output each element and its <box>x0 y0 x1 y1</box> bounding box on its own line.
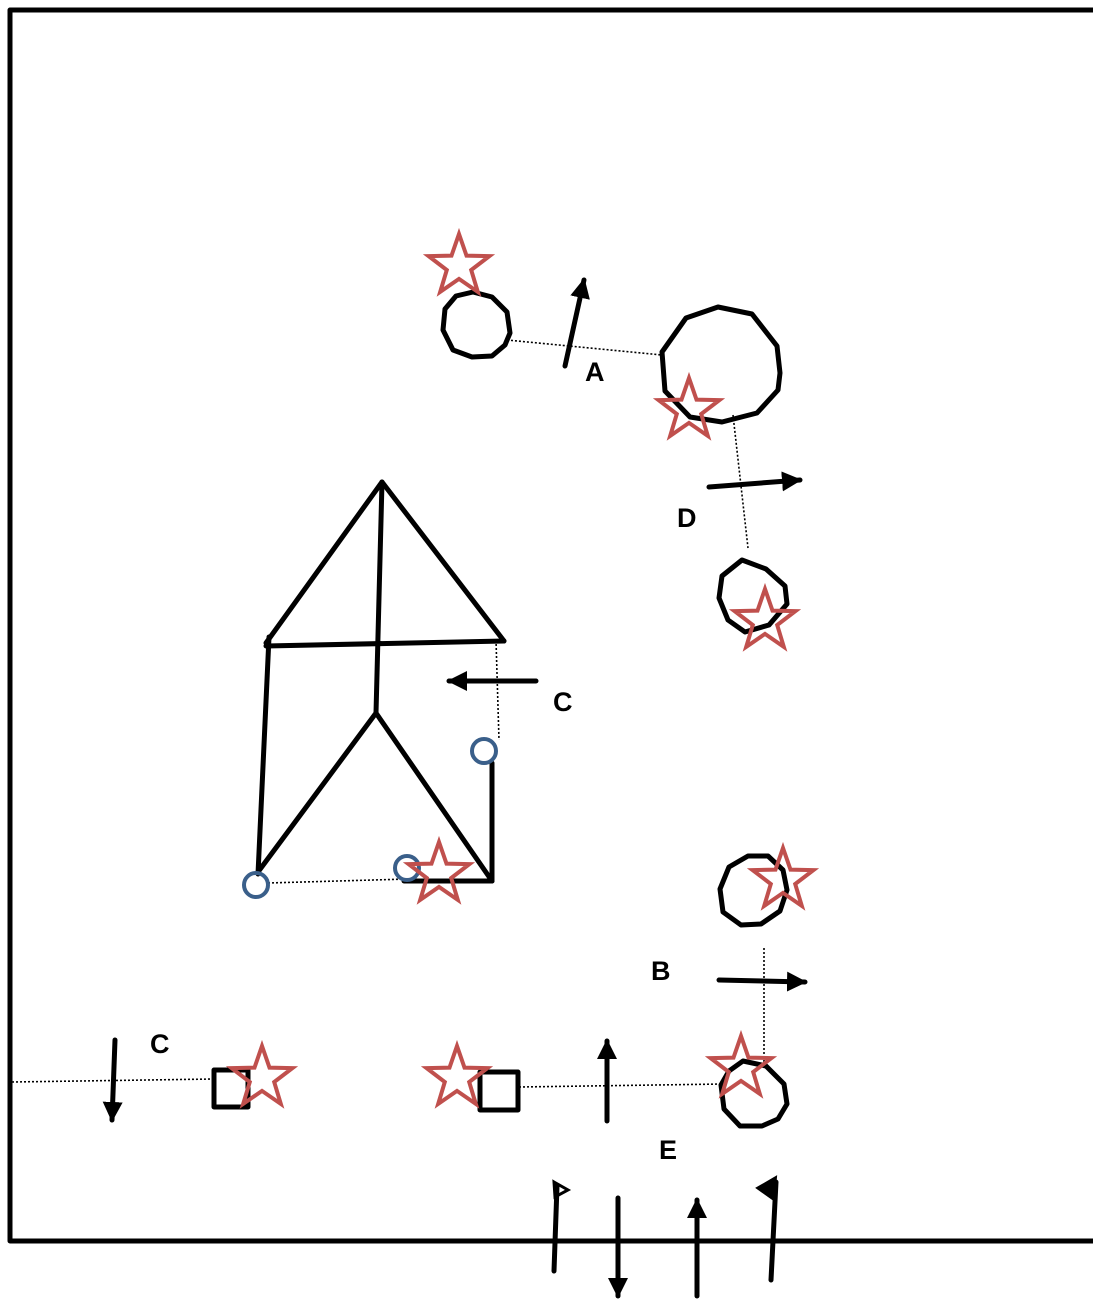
flag-left-icon <box>552 1179 572 1200</box>
star-icon-mid-right <box>728 582 802 652</box>
arrow-c-down <box>102 1037 123 1123</box>
star-icon-top <box>422 227 496 297</box>
label-c-upper: C <box>553 687 573 717</box>
arrow-a-up <box>562 277 590 369</box>
flag-post-right <box>768 1179 779 1283</box>
node-circle-icon-right <box>470 737 498 765</box>
star-markers <box>225 227 820 1109</box>
star-icon-large-circle <box>652 371 726 441</box>
node-circle-icon-base <box>393 854 421 882</box>
label-b: B <box>651 956 671 986</box>
label-e: E <box>659 1135 677 1165</box>
square-mid <box>477 1069 521 1113</box>
phase-labels: A D C B C E <box>150 357 697 1165</box>
arrow-b-right <box>716 971 808 992</box>
label-c-lower: C <box>150 1029 170 1059</box>
figure-right-brace <box>373 710 495 884</box>
connector-c-upper <box>495 639 500 741</box>
star-icon-square-mid <box>420 1039 494 1109</box>
circle-bottom-right <box>718 1058 790 1129</box>
connector-e <box>518 1083 725 1088</box>
connector-a <box>506 339 663 356</box>
flag-post-left <box>551 1183 560 1274</box>
connector-base <box>267 878 409 884</box>
figure-left-brace <box>255 710 379 875</box>
star-icon-lower-right <box>746 841 820 911</box>
movement-arrows <box>102 277 808 1299</box>
circle-mid-right <box>716 557 790 635</box>
player-circles <box>440 289 790 1129</box>
frame-border <box>7 7 1093 1244</box>
figure-beam <box>263 638 507 649</box>
figure-left-leg <box>255 634 272 877</box>
star-icon-figure-base <box>402 835 476 905</box>
connector-d <box>732 414 749 549</box>
node-markers <box>242 737 498 899</box>
arrow-d-right <box>706 471 803 492</box>
circle-top-left <box>440 289 513 360</box>
flag-right-icon <box>755 1175 778 1202</box>
circle-large <box>659 304 783 425</box>
node-circle-icon-left <box>242 871 270 899</box>
structure-figure <box>255 479 507 884</box>
figure-spine <box>373 479 385 716</box>
star-icon-bottom-right <box>704 1029 778 1099</box>
figure-roof <box>263 479 507 646</box>
star-icon-square-left <box>225 1039 299 1109</box>
label-d: D <box>677 503 697 533</box>
label-a: A <box>585 357 605 387</box>
